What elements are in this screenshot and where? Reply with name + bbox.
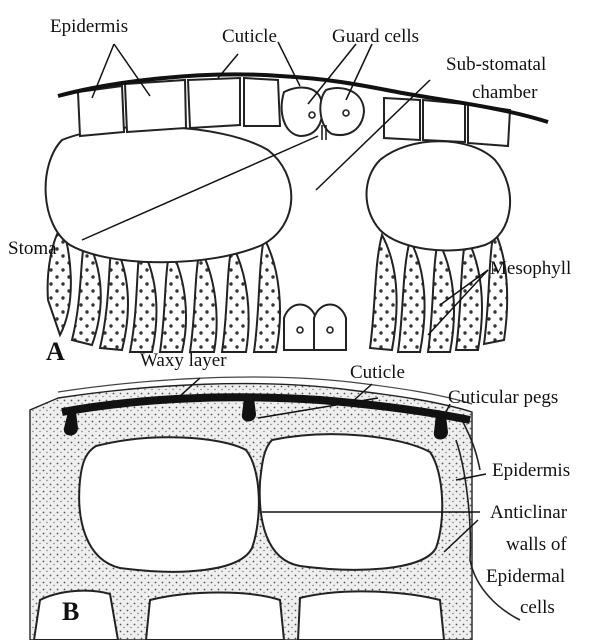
anticlinar-label-1: Anticlinar	[490, 502, 568, 523]
guard-cells-label: Guard cells	[332, 26, 419, 47]
lower-cell-3	[298, 591, 444, 640]
panel-a-letter: A	[46, 337, 65, 366]
epidermis-label-a: Epidermis	[50, 16, 128, 37]
panel-b-letter: B	[62, 597, 79, 626]
cuticular-pegs-label: Cuticular pegs	[448, 387, 558, 408]
lower-cell-2	[146, 593, 284, 640]
guard-cells	[282, 88, 364, 140]
waxy-layer-label: Waxy layer	[140, 350, 227, 371]
panel-a: Epidermis Cuticle Guard cells Sub-stomat…	[8, 16, 571, 366]
sub-stomatal-label-2: chamber	[472, 82, 538, 103]
panel-b: Waxy layer Cuticle Cuticular pegs Epider…	[30, 350, 570, 640]
anticlinar-label-4: cells	[520, 597, 555, 618]
anticlinar-label-2: walls of	[506, 534, 567, 555]
epidermis-label-b: Epidermis	[492, 460, 570, 481]
sub-stomatal-label-1: Sub-stomatal	[446, 54, 546, 75]
anticlinar-label-3: Epidermal	[486, 566, 565, 587]
cuticle-label-b: Cuticle	[350, 362, 405, 383]
large-mesophyll-cell-right	[367, 141, 511, 250]
stoma-label: Stoma	[8, 238, 57, 259]
large-mesophyll-cell-left	[46, 127, 292, 263]
cuticle-label-a: Cuticle	[222, 26, 277, 47]
epidermal-cell-left	[79, 437, 259, 571]
epidermal-cell-right	[260, 434, 443, 570]
mesophyll-label: Mesophyll	[490, 258, 571, 279]
